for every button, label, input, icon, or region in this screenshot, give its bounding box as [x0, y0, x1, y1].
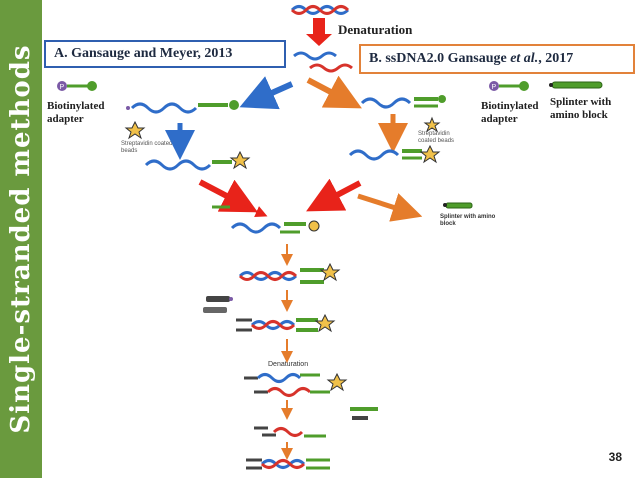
denaturation-label: Denaturation: [338, 22, 413, 37]
adapter-pieces: [203, 296, 233, 313]
method-b-step1: [360, 95, 446, 109]
cascade-step-4: [254, 426, 326, 438]
method-a-step1: [126, 100, 239, 114]
separated-strand-red: [309, 63, 353, 73]
lower-denaturation-label: Denaturation: [268, 361, 309, 368]
method-a-box: A. Gansauge and Meyer, 2013: [44, 40, 286, 68]
method-b-suffix: , 2017: [538, 51, 574, 66]
denaturation-arrow: [306, 18, 332, 46]
cascade-step-1: [238, 262, 341, 284]
cascade-step-2: [236, 313, 336, 333]
method-b-step2: [348, 144, 441, 164]
method-a-label: A. Gansauge and Meyer, 2013: [54, 46, 233, 61]
right-beads-label: Streptavidin coated beads: [418, 131, 455, 144]
left-adapter-label: Biotinylated adapter: [47, 100, 105, 125]
method-b-prefix: B. ssDNA2.0 Gansauge: [369, 51, 511, 66]
right-adapter-label: Biotinylated adapter: [481, 100, 539, 125]
right-splinter-icon: [549, 81, 603, 89]
left-beads-label: Streptavidin coated beads: [121, 141, 173, 154]
splinter-arrow: [357, 193, 423, 222]
svg-text:P: P: [492, 84, 497, 91]
primer-pieces: [350, 407, 378, 420]
merge-arrow-left: [198, 179, 258, 213]
method-a-step2: [144, 150, 251, 171]
mid-splinter-label: Splinter with amino block: [440, 214, 496, 227]
method-b-authors: et al.: [510, 51, 539, 66]
right-adapter-icon: P: [489, 81, 529, 91]
separated-strand-blue: [293, 51, 337, 61]
cascade-step-3: [244, 372, 348, 397]
page-number: 38: [608, 450, 622, 464]
merged-product: [212, 205, 320, 234]
merge-arrow-right: [306, 178, 362, 212]
left-adapter-icon: P: [57, 81, 97, 91]
sidebar: Single-stranded methods: [0, 0, 42, 478]
streptavidin-bead-left: [124, 120, 146, 140]
mid-splinter-icon: [443, 202, 473, 209]
svg-text:P: P: [60, 84, 65, 91]
streptavidin-bead-right: [423, 116, 441, 133]
method-b-box: B. ssDNA2.0 Gansauge et al., 2017: [359, 44, 635, 74]
top-dna-duplex: [290, 5, 350, 15]
branch-arrow-b: [306, 75, 362, 109]
right-splinter-label: Splinter with amino block: [550, 96, 612, 121]
branch-arrow-a: [239, 76, 294, 110]
final-product: [246, 458, 330, 470]
